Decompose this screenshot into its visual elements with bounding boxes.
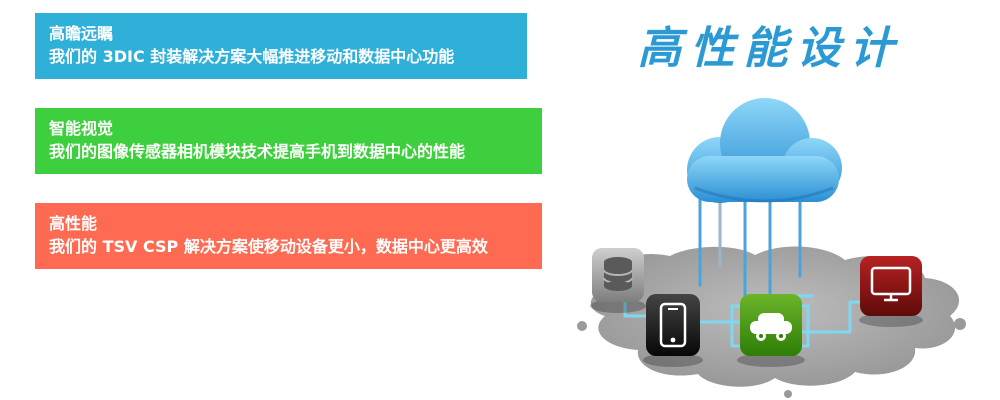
car-icon: [737, 294, 805, 367]
banner-smart-vision-title: 智能视觉: [49, 119, 114, 138]
smartphone-icon: [643, 294, 703, 367]
cloud-network-illustration: [577, 98, 966, 398]
banner-vision: 高瞻远瞩 我们的 3DIC 封装解决方案大幅推进移动和数据中心功能: [35, 13, 527, 79]
laptop-icon: [859, 256, 923, 327]
banner-performance: 高性能 我们的 TSV CSP 解决方案使移动设备更小，数据中心更高效: [35, 203, 542, 269]
banner-performance-subtitle: 我们的 TSV CSP 解决方案使移动设备更小，数据中心更高效: [49, 237, 488, 256]
database-icon: [590, 248, 646, 313]
cloud-connector-lines: [698, 193, 802, 308]
banner-performance-title: 高性能: [49, 214, 98, 233]
banner-smart-vision-subtitle: 我们的图像传感器相机模块技术提高手机到数据中心的性能: [49, 142, 466, 161]
cloud-icon: [687, 98, 842, 203]
headline-title: 高性能设计: [637, 23, 903, 74]
banner-vision-subtitle: 我们的 3DIC 封装解决方案大幅推进移动和数据中心功能: [49, 47, 455, 66]
banner-smart-vision: 智能视觉 我们的图像传感器相机模块技术提高手机到数据中心的性能: [35, 108, 542, 174]
banner-vision-title: 高瞻远瞩: [49, 24, 114, 43]
